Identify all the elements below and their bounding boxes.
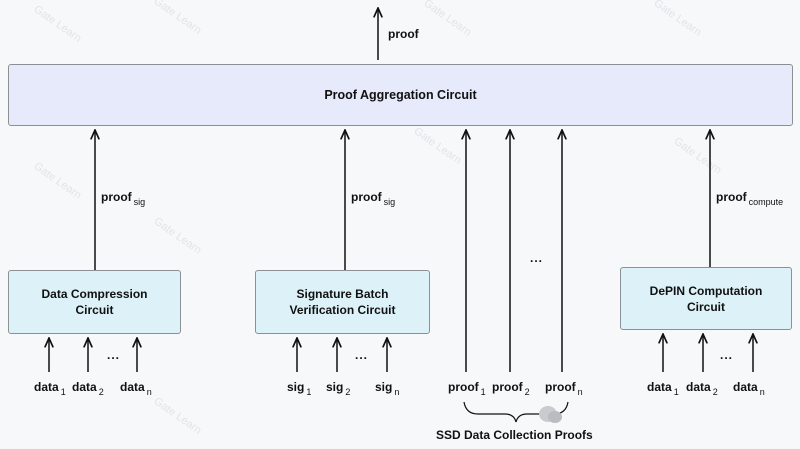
chat-bubble-icon <box>539 406 562 423</box>
circuit-label: DePIN Computation <box>649 283 763 298</box>
final-proof-label: proof <box>388 27 419 41</box>
circuit-label: Circuit <box>686 299 725 314</box>
input-ellipsis: ... <box>107 348 121 362</box>
signature-batch-verification-circuit: Signature Batch Verification Circuit <box>255 270 430 334</box>
circuit-label: Circuit <box>75 303 114 317</box>
input-ellipsis: ... <box>355 348 369 362</box>
circuit-label: Verification Circuit <box>289 303 396 317</box>
depin-computation-circuit: DePIN Computation Circuit <box>620 267 792 330</box>
data-compression-circuit: Data Compression Circuit <box>8 270 181 334</box>
proof-aggregation-circuit: Proof Aggregation Circuit <box>8 64 793 126</box>
input-ellipsis: ... <box>720 348 734 362</box>
ssd-ellipsis: ... <box>530 251 544 265</box>
circuit-label: Signature Batch <box>296 287 389 301</box>
ssd-caption: SSD Data Collection Proofs <box>436 428 593 442</box>
proof-aggregation-label: Proof Aggregation Circuit <box>324 88 477 102</box>
circuit-label: Data Compression <box>41 287 148 301</box>
